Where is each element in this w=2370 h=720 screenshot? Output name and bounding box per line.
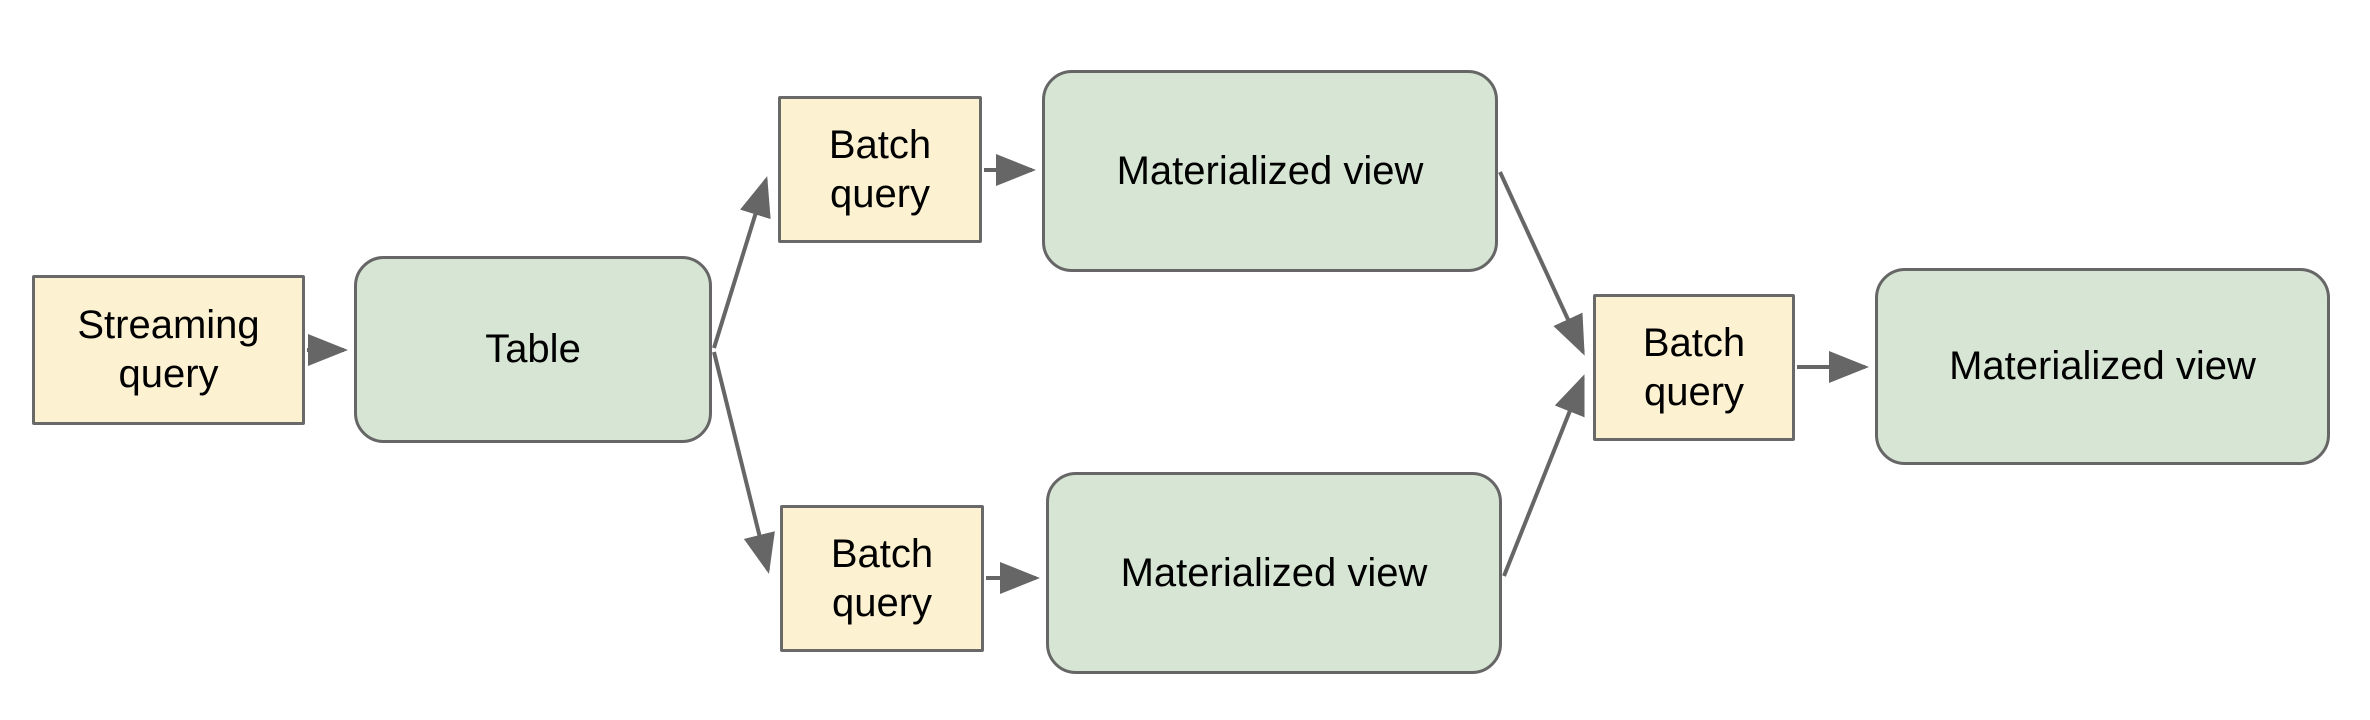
node-label-materialized-view-bottom: Materialized view xyxy=(1120,550,1428,595)
edge-mv-top-to-batch-join xyxy=(1498,171,1585,356)
edge-table-to-batch-top xyxy=(712,176,771,349)
node-batch-query-top[interactable]: Batch query xyxy=(778,96,982,243)
node-label-batch-query-bottom: Batch query xyxy=(830,531,934,625)
node-label-streaming-query: Streaming query xyxy=(77,303,260,396)
node-label-materialized-view-top: Materialized view xyxy=(1116,148,1424,193)
node-materialized-view-final[interactable]: Materialized view xyxy=(1875,268,2330,465)
node-label-batch-query-join: Batch query xyxy=(1642,320,1746,414)
node-label-batch-query-top: Batch query xyxy=(828,122,932,216)
node-batch-query-bottom[interactable]: Batch query xyxy=(780,505,984,652)
edge-mv-bottom-to-batch-join xyxy=(1502,374,1585,577)
node-streaming-query[interactable]: Streaming query xyxy=(32,275,305,425)
edge-table-to-batch-bottom xyxy=(712,351,775,574)
node-label-materialized-view-final: Materialized view xyxy=(1949,344,2256,389)
node-materialized-view-top[interactable]: Materialized view xyxy=(1042,70,1498,272)
node-materialized-view-bottom[interactable]: Materialized view xyxy=(1046,472,1502,674)
node-label-table: Table xyxy=(485,327,581,372)
node-table[interactable]: Table xyxy=(354,256,712,443)
node-batch-query-join[interactable]: Batch query xyxy=(1593,294,1795,441)
